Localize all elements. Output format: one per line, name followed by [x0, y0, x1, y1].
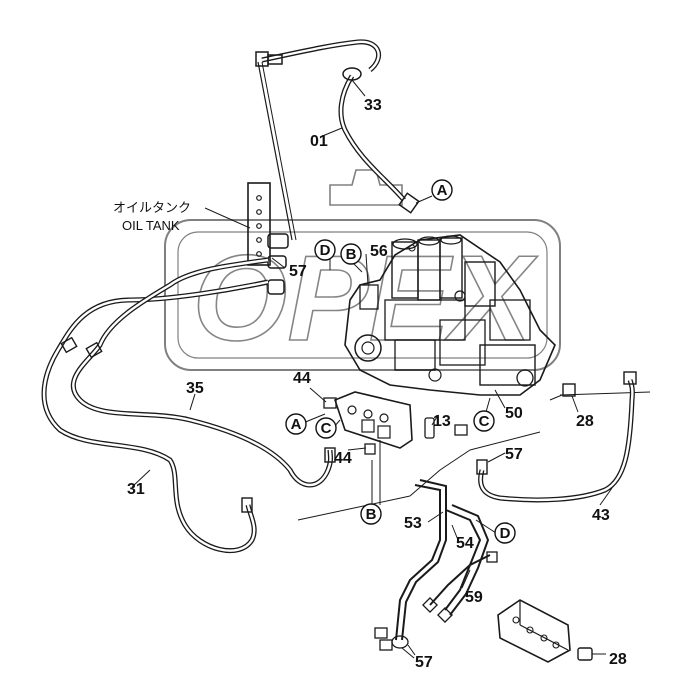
- svg-text:B: B: [366, 506, 377, 523]
- callout-c-left: C: [315, 417, 337, 439]
- callout-d-top: D: [314, 239, 336, 261]
- part-label-28: 28: [576, 413, 594, 430]
- hose-01: [255, 39, 420, 214]
- part-label-57: 57: [415, 654, 433, 671]
- svg-text:B: B: [346, 246, 357, 263]
- part-label-44: 44: [293, 370, 311, 387]
- pipes-53-54-59: [395, 479, 498, 641]
- part-label-50: 50: [505, 405, 523, 422]
- oil-tank-label-en: OIL TANK: [122, 218, 180, 233]
- watermark-logo: OPEX: [164, 169, 561, 371]
- part-label-35: 35: [186, 380, 204, 397]
- svg-text:C: C: [321, 420, 332, 437]
- control-valve: [344, 234, 556, 396]
- callout-a-left: A: [285, 413, 307, 435]
- oil-tank-label-jp: オイルタンク: [113, 200, 191, 215]
- part-label-57: 57: [505, 446, 523, 463]
- watermark-text: OPEX: [192, 230, 538, 366]
- svg-text:D: D: [320, 242, 331, 259]
- svg-text:A: A: [437, 182, 448, 199]
- callout-d-bottom: D: [494, 522, 516, 544]
- fittings-57-bottom: [374, 627, 416, 656]
- part-label-56: 56: [370, 243, 388, 260]
- svg-text:A: A: [291, 416, 302, 433]
- svg-text:C: C: [479, 413, 490, 430]
- tank-return-lines: [257, 61, 297, 241]
- part-label-13: 13: [433, 413, 451, 430]
- part-label-33: 33: [364, 97, 382, 114]
- callout-b-top: B: [340, 243, 362, 265]
- pilot-manifold: [323, 391, 468, 455]
- part-label-44: 44: [334, 450, 352, 467]
- junction-block-28: [497, 599, 606, 663]
- part-label-28: 28: [609, 651, 627, 668]
- part-label-59: 59: [465, 589, 483, 606]
- callout-c-right: C: [473, 410, 495, 432]
- part-label-31: 31: [127, 481, 145, 498]
- part-label-54: 54: [456, 535, 474, 552]
- svg-text:D: D: [500, 525, 511, 542]
- callout-a-top: A: [431, 179, 453, 201]
- part-label-53: 53: [404, 515, 422, 532]
- part-label-01: 01: [310, 133, 328, 150]
- hose-43: [476, 371, 637, 503]
- oil-tank-bracket: [247, 182, 289, 295]
- callout-b-bottom: B: [360, 503, 382, 525]
- hose-31-35: [41, 257, 336, 554]
- part-label-43: 43: [592, 507, 610, 524]
- part-label-57: 57: [289, 263, 307, 280]
